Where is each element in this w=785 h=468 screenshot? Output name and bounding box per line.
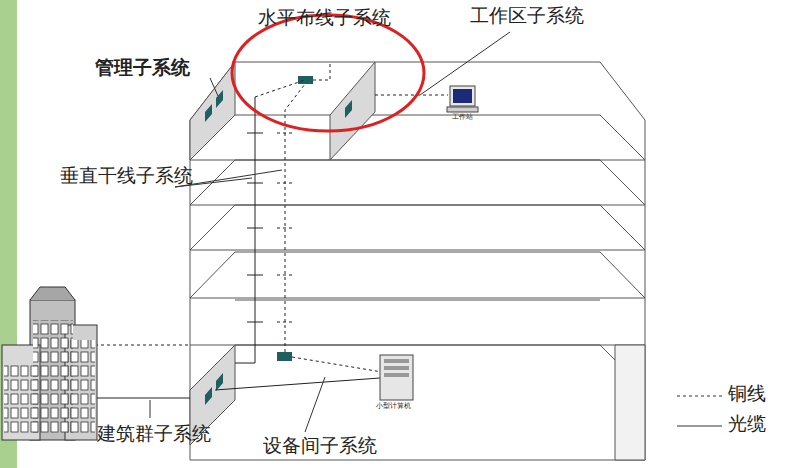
subsystem-label: 垂直干线子系统 bbox=[60, 166, 193, 187]
legend-copper-sample bbox=[677, 396, 722, 397]
subsystem-label: 工作区子系统 bbox=[470, 6, 584, 27]
subsystem-label: 设备间子系统 bbox=[263, 436, 377, 457]
subsystem-label: 管理子系统 bbox=[95, 58, 190, 79]
legend-fiber-sample bbox=[677, 426, 722, 427]
legend-text: 光缆 bbox=[728, 414, 766, 435]
device-caption: 小型计算机 bbox=[376, 403, 411, 411]
device-caption: 工作站 bbox=[452, 114, 473, 122]
subsystem-label: 水平布线子系统 bbox=[258, 8, 391, 29]
legend-text: 铜线 bbox=[728, 384, 766, 405]
subsystem-label: 建筑群子系统 bbox=[97, 424, 211, 445]
